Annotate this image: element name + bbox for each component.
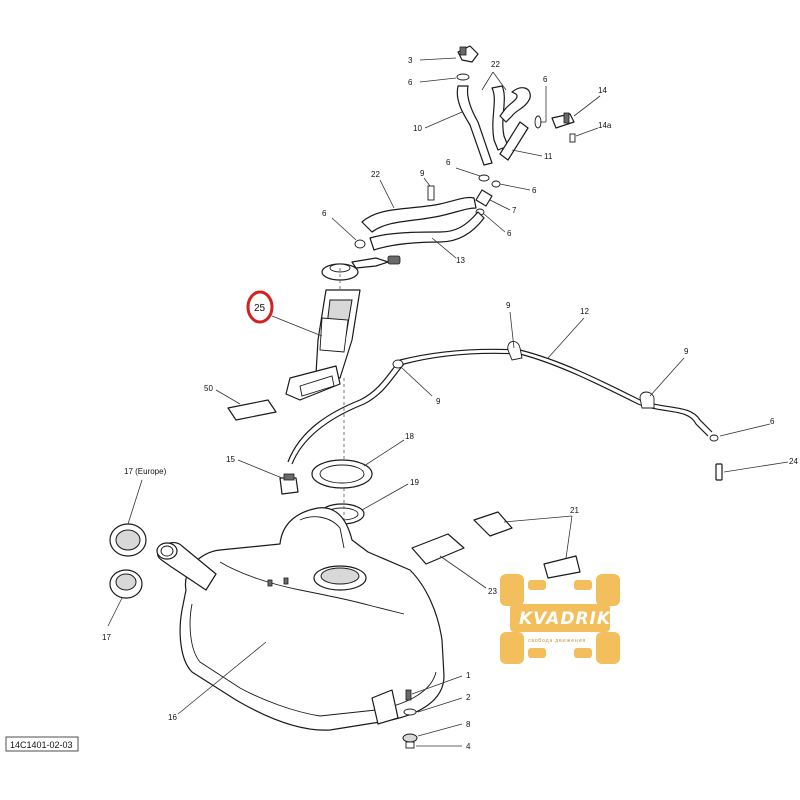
callout-17: 17 xyxy=(102,633,111,642)
callout-labels: 3 6 10 22 6 14 14a 11 6 6 9 22 7 6 6 13 … xyxy=(102,56,798,751)
callout-9: 9 xyxy=(436,397,441,406)
callout-9: 9 xyxy=(684,347,689,356)
callout-11: 11 xyxy=(544,152,553,161)
fuel-caps-17 xyxy=(107,479,147,627)
callout-19: 19 xyxy=(410,478,419,487)
watermark-banner xyxy=(510,604,610,632)
callout-6: 6 xyxy=(322,209,327,218)
watermark-brand: KVADRIK xyxy=(519,609,612,629)
callout-8: 8 xyxy=(466,720,471,729)
callout-7: 7 xyxy=(512,206,517,215)
callout-6: 6 xyxy=(543,75,548,84)
callout-24: 24 xyxy=(789,457,798,466)
callout-6: 6 xyxy=(408,78,413,87)
callout-4: 4 xyxy=(466,742,471,751)
pad-50 xyxy=(215,389,277,421)
reference-code: 14C1401-02-03 xyxy=(10,740,73,750)
fuel-tank xyxy=(156,507,463,749)
callout-2: 2 xyxy=(466,693,471,702)
valve-15 xyxy=(237,459,299,495)
callout-50: 50 xyxy=(204,384,213,393)
callout-25: 25 xyxy=(254,303,266,314)
highlighted-callout-25: 25 xyxy=(246,290,274,324)
hose-assembly-upper xyxy=(331,45,601,259)
callout-10: 10 xyxy=(413,124,422,133)
callout-16: 16 xyxy=(168,713,177,722)
callout-21: 21 xyxy=(570,506,579,515)
vent-line-assembly xyxy=(287,311,789,481)
reference-code-box: 14C1401-02-03 xyxy=(5,736,79,752)
fuel-pump-module xyxy=(271,255,401,460)
callout-22: 22 xyxy=(491,60,500,69)
kvadrik-watermark: KVADRIK свобода движения xyxy=(500,574,620,664)
pads-21-23 xyxy=(411,511,581,589)
callout-12: 12 xyxy=(580,307,589,316)
red-circle-marker xyxy=(246,290,274,324)
watermark-tagline: свобода движения xyxy=(528,638,586,644)
callout-3: 3 xyxy=(408,56,413,65)
callout-9: 9 xyxy=(506,301,511,310)
callout-6: 6 xyxy=(507,229,512,238)
callout-14a: 14a xyxy=(598,121,612,130)
callout-13: 13 xyxy=(456,256,465,265)
callout-23: 23 xyxy=(488,587,497,596)
callout-6: 6 xyxy=(446,158,451,167)
callout-9: 9 xyxy=(420,169,425,178)
callout-18: 18 xyxy=(405,432,414,441)
callout-22: 22 xyxy=(371,170,380,179)
callout-14: 14 xyxy=(598,86,607,95)
callout-6: 6 xyxy=(532,186,537,195)
locking-ring-18 xyxy=(311,439,405,489)
callout-17-europe: 17 (Europe) xyxy=(124,467,167,476)
callout-1: 1 xyxy=(466,671,471,680)
callout-6: 6 xyxy=(770,417,775,426)
callout-15: 15 xyxy=(226,455,235,464)
